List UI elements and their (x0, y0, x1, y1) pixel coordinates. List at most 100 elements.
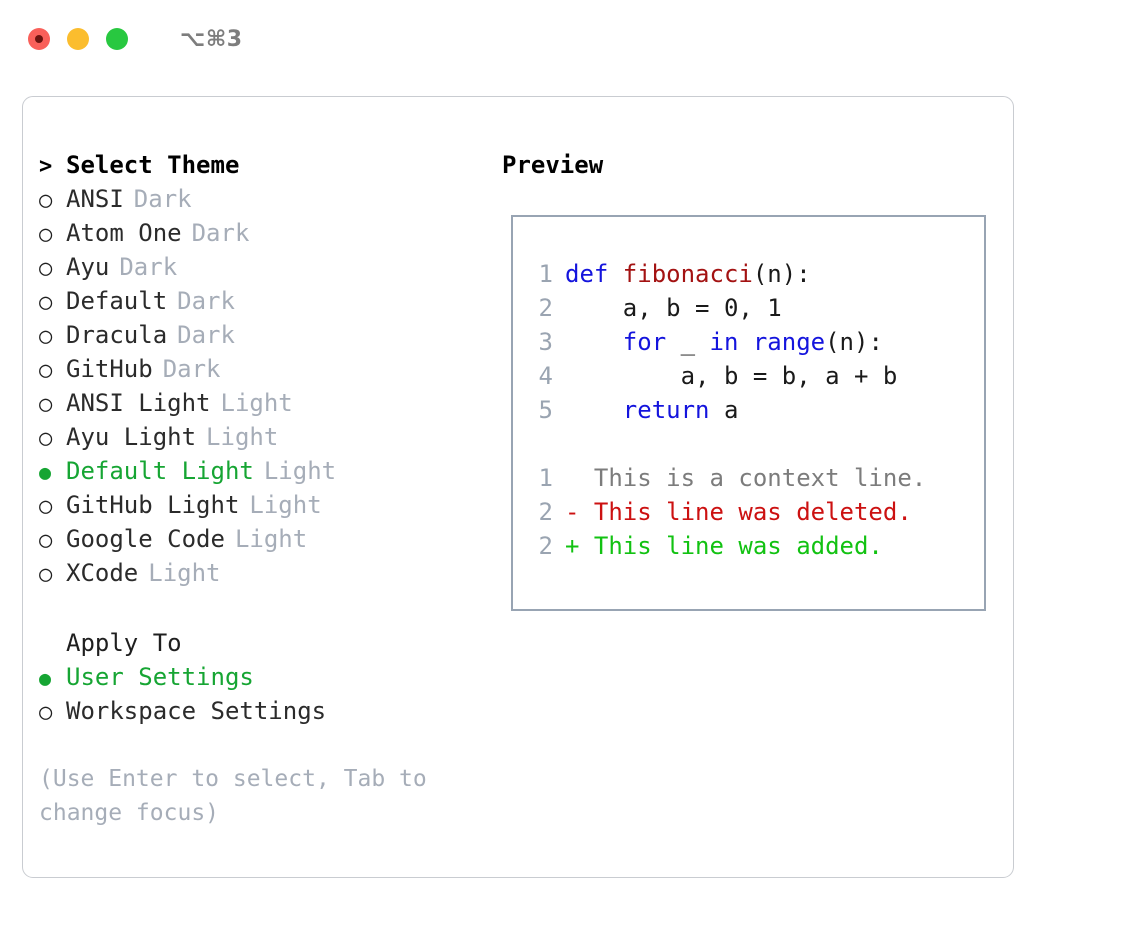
close-icon (35, 35, 43, 43)
theme-variant-badge: Light (206, 423, 279, 451)
code-line: 5 return a (523, 393, 978, 427)
theme-option-default[interactable]: ○ Default Dark (39, 284, 509, 318)
code-token: _ (680, 328, 710, 356)
theme-option-label: Default (66, 287, 168, 315)
code-token: for (622, 328, 681, 356)
theme-option-label: ANSI (66, 185, 124, 213)
theme-variant-badge: Dark (177, 287, 235, 315)
keyboard-hint-line-1: (Use Enter to select, Tab to (39, 766, 427, 792)
diff-sample: 1 This is a context line. 2 - This line wa… (523, 461, 978, 563)
radio-unselected-icon: ○ (39, 700, 53, 725)
theme-variant-badge: Light (234, 525, 308, 553)
code-token: (n): (825, 328, 883, 356)
code-line-number: 3 (538, 328, 553, 356)
radio-unselected-icon: ○ (39, 528, 53, 553)
code-token: a (723, 396, 739, 424)
radio-selected-icon: ● (39, 666, 52, 690)
radio-unselected-icon: ○ (39, 222, 53, 247)
code-token (565, 396, 623, 424)
keyboard-hint-text: (Use Enter to select, Tab to change focu… (39, 762, 459, 830)
theme-option-ansi[interactable]: ○ ANSI Dark (39, 182, 509, 216)
theme-option-label: Default Light (66, 457, 254, 485)
diff-line-text: This is a context line. (565, 464, 927, 492)
theme-variant-badge: Dark (177, 321, 235, 349)
prompt-caret-icon: > (39, 154, 53, 179)
code-token: a, b = 0, 1 (565, 294, 782, 322)
code-token: in (709, 328, 753, 356)
theme-option-label: ANSI Light (66, 389, 211, 417)
code-token: fibonacci (622, 260, 753, 288)
code-line: 4 a, b = b, a + b (523, 359, 978, 393)
apply-to-options-list: ● User Settings ○ Workspace Settings (39, 660, 509, 728)
title-bar: ⌥⌘3 (0, 0, 1140, 78)
code-line-number: 5 (538, 396, 553, 424)
maximize-window-button[interactable] (106, 28, 128, 50)
radio-unselected-icon: ○ (39, 426, 53, 451)
radio-unselected-icon: ○ (39, 290, 53, 315)
code-line-number: 4 (538, 362, 553, 390)
theme-variant-badge: Dark (133, 185, 192, 213)
diff-line-ctx: 1 This is a context line. (523, 461, 978, 495)
minimize-window-button[interactable] (67, 28, 89, 50)
diff-line-number: 2 (538, 532, 553, 560)
theme-list-header-label: Select Theme (66, 151, 240, 179)
theme-option-atom-one[interactable]: ○ Atom One Dark (39, 216, 509, 250)
close-window-button[interactable] (28, 28, 50, 50)
theme-option-label: Atom One (66, 219, 182, 247)
code-diff-spacer (523, 427, 978, 461)
radio-selected-icon: ● (39, 460, 52, 484)
radio-unselected-icon: ○ (39, 392, 53, 417)
apply-to-option-user-settings[interactable]: ● User Settings (39, 660, 509, 694)
code-token: return (622, 396, 724, 424)
apply-to-option-label: User Settings (66, 663, 254, 691)
apply-to-option-workspace-settings[interactable]: ○ Workspace Settings (39, 694, 509, 728)
code-token (565, 328, 623, 356)
diff-line-text: - This line was deleted. (565, 498, 912, 526)
code-token: def (565, 260, 623, 288)
code-line-number: 1 (538, 260, 553, 288)
theme-option-dracula[interactable]: ○ Dracula Dark (39, 318, 509, 352)
keyboard-shortcut-label: ⌥⌘3 (180, 26, 243, 52)
apply-to-option-label: Workspace Settings (66, 697, 327, 725)
radio-unselected-icon: ○ (39, 358, 53, 383)
theme-variant-badge: Dark (119, 253, 178, 281)
radio-unselected-icon: ○ (39, 256, 53, 281)
theme-option-label: GitHub (66, 355, 153, 383)
radio-unselected-icon: ○ (39, 562, 53, 587)
radio-unselected-icon: ○ (39, 324, 53, 349)
code-token: a, b = b, a + b (565, 362, 898, 390)
radio-unselected-icon: ○ (39, 494, 53, 519)
code-line-number: 2 (538, 294, 553, 322)
diff-line-number: 2 (538, 498, 553, 526)
apply-to-header: Apply To (66, 629, 182, 657)
radio-unselected-icon: ○ (39, 188, 53, 213)
theme-variant-badge: Light (249, 491, 322, 519)
theme-variant-badge: Dark (191, 219, 250, 247)
keyboard-hint-line-2: change focus) (39, 800, 220, 826)
traffic-light-group (28, 28, 128, 50)
theme-option-ansi-light[interactable]: ○ ANSI Light Light (39, 386, 509, 420)
diff-line-number: 1 (538, 464, 553, 492)
code-line: 2 a, b = 0, 1 (523, 291, 978, 325)
theme-option-label: Dracula (66, 321, 168, 349)
theme-variant-badge: Light (220, 389, 293, 417)
code-line: 3 for _ in range(n): (523, 325, 978, 359)
preview-title: Preview (502, 151, 604, 179)
